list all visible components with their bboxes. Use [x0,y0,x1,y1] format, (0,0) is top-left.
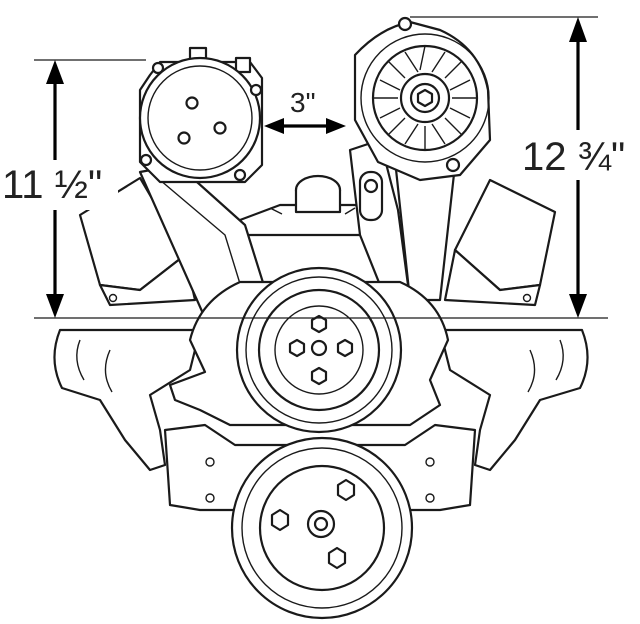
dimension-labels: 11 ½" 12 ¾" 3" [0,87,640,210]
gap-width-label: 3" [290,87,316,118]
water-pump-bolts [288,314,354,386]
right-height-label: 12 ¾" [522,135,625,179]
gap-width-arrow [264,118,346,134]
left-height-label: 11 ½" [2,163,102,207]
alternator-fan [371,44,479,152]
ac-compressor [138,46,264,184]
alternator [353,16,492,182]
crankshaft-pulley [230,436,414,620]
